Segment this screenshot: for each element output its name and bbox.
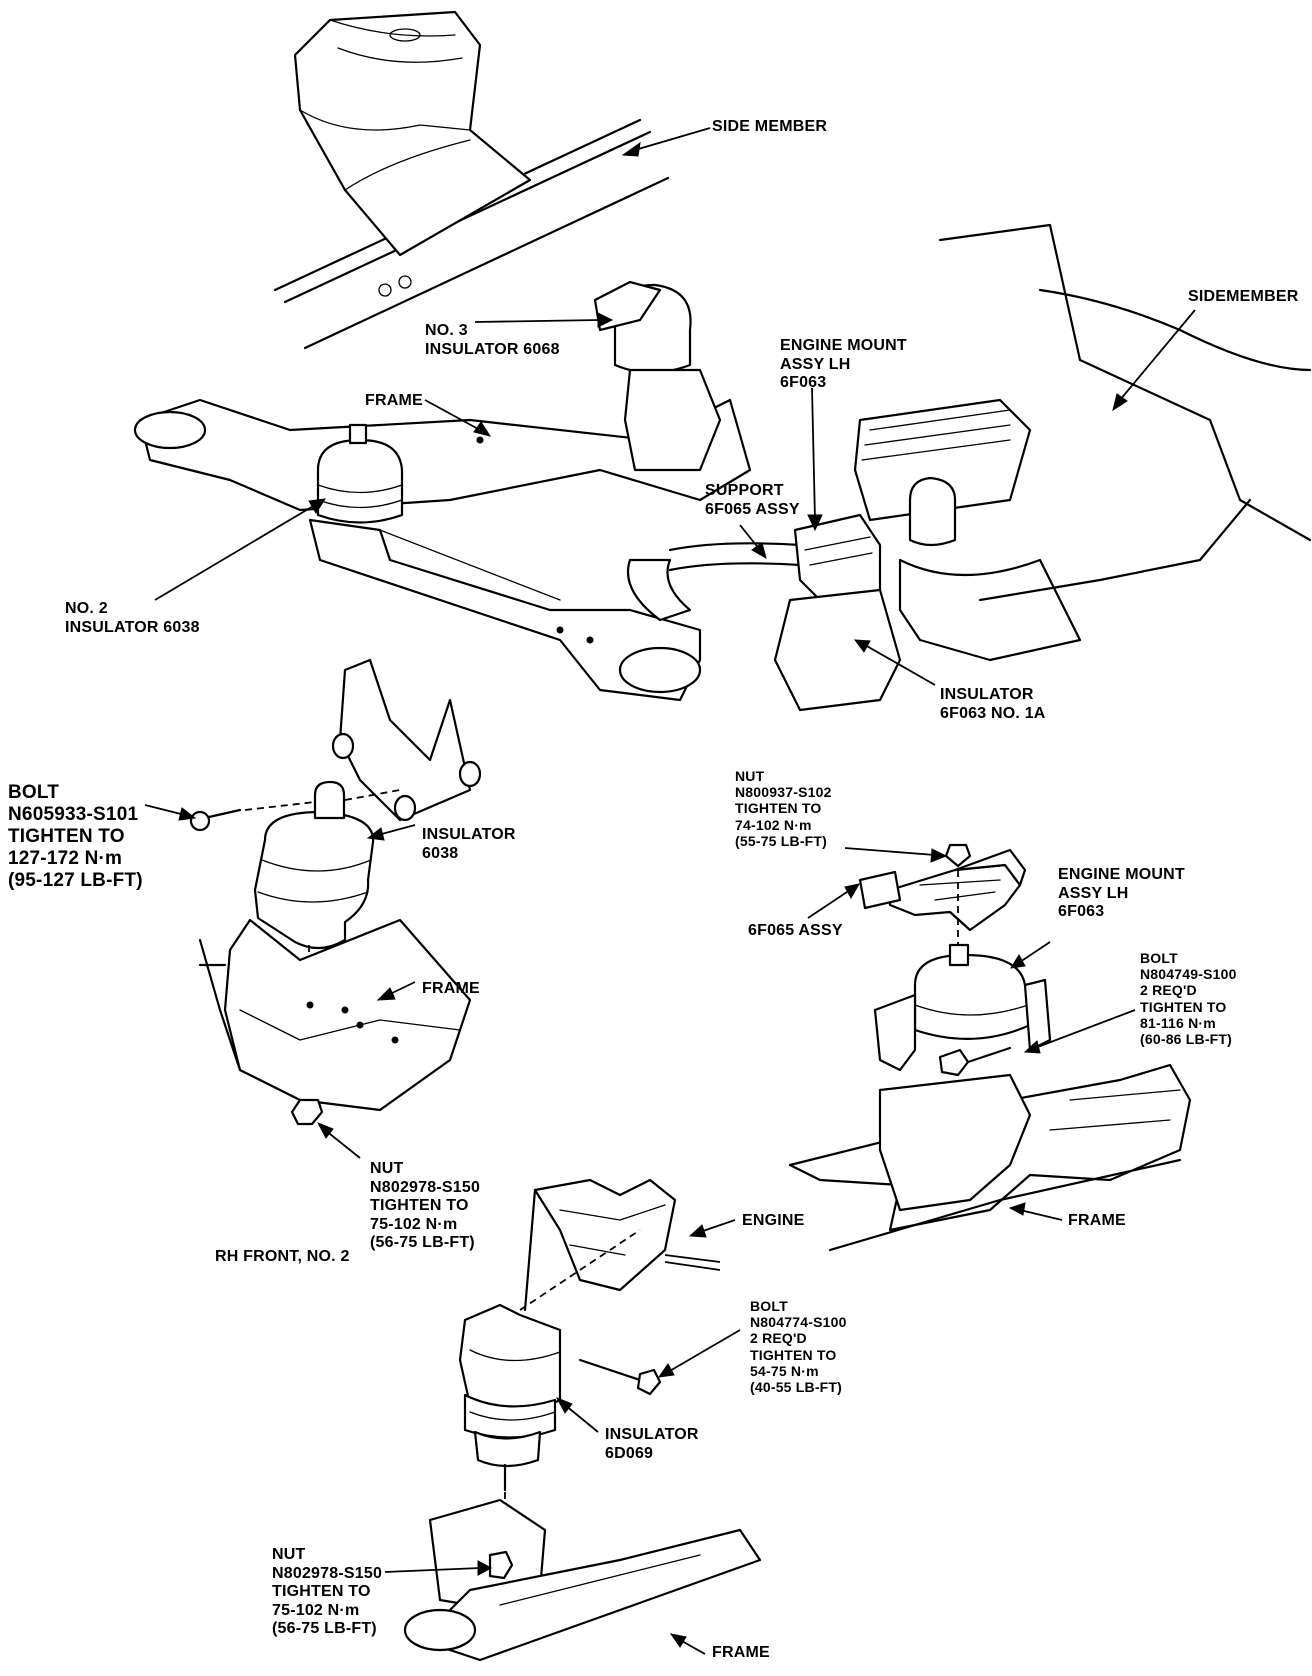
label-bolt-lh: BOLT N804749-S100 2 REQ'D TIGHTEN TO 81-… (1140, 950, 1237, 1048)
label-frame-top: FRAME (365, 392, 423, 409)
label-frame-rh: FRAME (422, 980, 480, 997)
label-frame-bottom: FRAME (712, 1644, 770, 1661)
label-side-member: SIDE MEMBER (712, 118, 828, 135)
label-sidemember: SIDEMEMBER (1188, 288, 1299, 305)
label-rh-front: RH FRONT, NO. 2 (215, 1248, 350, 1265)
insulator-6d069-illustration (403, 1178, 762, 1662)
label-insulator-6038: INSULATOR 6038 (422, 826, 516, 862)
label-engine-mount-lh: ENGINE MOUNT ASSY LH 6F063 (1058, 866, 1185, 921)
sidemember-support-illustration (626, 223, 1312, 712)
rh-front-mount-illustration (189, 658, 482, 1126)
frame-crossmember-illustration (133, 280, 752, 702)
label-frame-lh: FRAME (1068, 1212, 1126, 1229)
label-insulator-1a: INSULATOR 6F063 NO. 1A (940, 686, 1046, 722)
label-nut-bottom: NUT N802978-S150 TIGHTEN TO 75-102 N·m (… (272, 1546, 383, 1638)
label-support: SUPPORT 6F065 ASSY (705, 482, 800, 518)
label-6f065-assy: 6F065 ASSY (748, 922, 843, 939)
label-insulator-6d069: INSULATOR 6D069 (605, 1426, 699, 1462)
label-no2-insulator: NO. 2 INSULATOR 6038 (65, 600, 200, 636)
label-engine-mount-top: ENGINE MOUNT ASSY LH 6F063 (780, 337, 907, 392)
lh-engine-mount-illustration (788, 843, 1192, 1252)
label-bolt-bottom: BOLT N804774-S100 2 REQ'D TIGHTEN TO 54-… (750, 1298, 847, 1396)
label-nut-lh: NUT N800937-S102 TIGHTEN TO 74-102 N·m (… (735, 768, 832, 849)
label-nut-rh: NUT N802978-S150 TIGHTEN TO 75-102 N·m (… (370, 1160, 481, 1252)
label-bolt-rh: BOLT N605933-S101 TIGHTEN TO 127-172 N·m… (8, 782, 143, 892)
leader-lines (144, 127, 1196, 1655)
side-member-illustration (273, 10, 670, 350)
label-engine: ENGINE (742, 1212, 805, 1229)
label-no3-insulator: NO. 3 INSULATOR 6068 (425, 322, 560, 358)
